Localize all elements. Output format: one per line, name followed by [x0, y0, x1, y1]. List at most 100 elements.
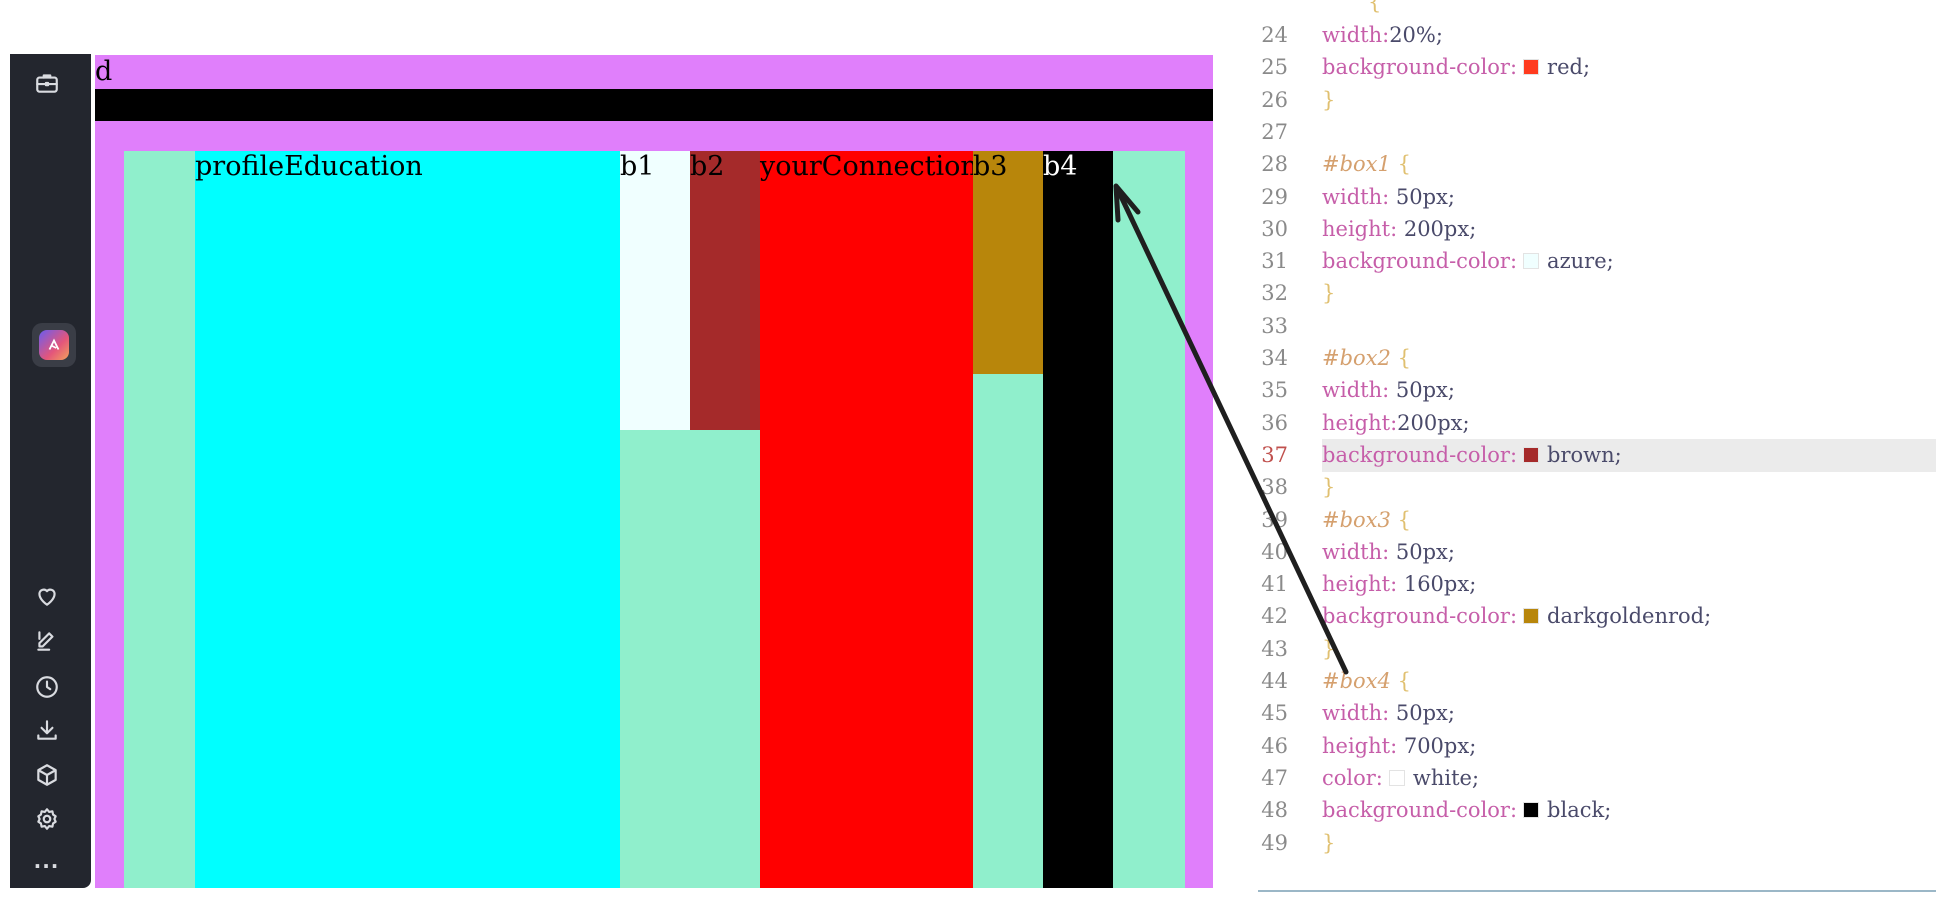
code-line[interactable]: 48 background-color: black; [1258, 794, 1936, 826]
code-text: background-color:red; [1322, 51, 1590, 83]
css-property: background-color: [1322, 442, 1518, 467]
css-value: red; [1547, 55, 1591, 80]
code-text: #box1 { [1322, 148, 1411, 180]
code-text: background-color: brown; [1322, 439, 1622, 471]
color-swatch[interactable] [1523, 446, 1540, 463]
css-property: height: [1322, 410, 1398, 435]
code-text: width: 50px; [1322, 181, 1455, 213]
css-property: width: [1322, 701, 1390, 726]
css-value: 50px; [1389, 378, 1455, 403]
color-swatch[interactable] [1523, 253, 1540, 270]
code-text: height: 700px; [1322, 730, 1476, 762]
code-text: #box3 { [1322, 504, 1411, 536]
css-value: 200px; [1397, 216, 1477, 241]
brace: } [1322, 281, 1336, 306]
gear-icon[interactable] [10, 804, 83, 834]
code-line[interactable]: 33 [1258, 310, 1936, 342]
code-line[interactable]: 39 #box3 { [1258, 504, 1936, 536]
code-line[interactable]: 38} [1258, 471, 1936, 503]
css-property: height: [1322, 733, 1398, 758]
line-number: 37 [1261, 442, 1288, 467]
code-line[interactable]: 41 height: 160px; [1258, 568, 1936, 600]
edit-icon[interactable] [10, 626, 83, 656]
css-property: width: [1322, 378, 1390, 403]
color-swatch[interactable] [1523, 608, 1540, 625]
current-line-highlight [1322, 439, 1936, 472]
code-text: width: 50px; [1322, 374, 1455, 406]
box-b3: b3 [973, 151, 1043, 374]
more-icon[interactable]: ... [33, 849, 60, 873]
line-number: 35 [1261, 378, 1288, 403]
color-swatch[interactable] [1523, 59, 1540, 76]
brace: { [1397, 152, 1411, 177]
flex-container: profileEducation b1 b2 yourConnections b… [124, 151, 1185, 888]
line-number: 41 [1261, 572, 1288, 597]
line-number: 29 [1261, 184, 1288, 209]
line-number: 31 [1261, 249, 1288, 274]
code-text: #box2 { [1322, 342, 1411, 374]
code-text: color:white; [1322, 762, 1479, 794]
line-number: 47 [1261, 765, 1288, 790]
line-number: 25 [1261, 55, 1288, 80]
line-number: 32 [1261, 281, 1288, 306]
briefcase-icon[interactable] [10, 68, 83, 98]
code-line[interactable]: 25 background-color:red; [1258, 51, 1936, 83]
code-line[interactable]: 27 [1258, 116, 1936, 148]
code-text: } [1322, 633, 1335, 665]
code-line[interactable]: 44#box4 { [1258, 665, 1936, 697]
css-selector: #box4 [1322, 669, 1391, 693]
brace: { [1397, 507, 1411, 532]
box-label: yourConnections [760, 151, 992, 182]
code-line[interactable]: 37 background-color: brown; [1258, 439, 1936, 471]
code-line[interactable]: 34#box2 { [1258, 342, 1936, 374]
download-icon[interactable] [10, 715, 83, 745]
line-number: 44 [1261, 669, 1288, 693]
css-value: black; [1547, 798, 1612, 823]
code-line[interactable]: 49} [1258, 827, 1936, 859]
your-connections-box: yourConnections [760, 151, 992, 888]
color-swatch[interactable] [1388, 769, 1405, 786]
code-line[interactable]: 28#box1 { [1258, 148, 1936, 180]
code-line[interactable]: 35 width: 50px; [1258, 374, 1936, 406]
line-number: 43 [1261, 636, 1288, 661]
element-label-d: d [95, 56, 113, 87]
code-line[interactable]: 47 color:white; [1258, 762, 1936, 794]
box-label: profileEducation [195, 151, 423, 182]
css-property: height: [1322, 572, 1398, 597]
cube-icon[interactable] [10, 760, 83, 790]
code-text: height: 160px; [1322, 568, 1476, 600]
css-value: brown; [1547, 442, 1622, 467]
code-line[interactable]: 43} [1258, 633, 1936, 665]
color-swatch[interactable] [1523, 802, 1540, 819]
line-number: 42 [1261, 604, 1288, 629]
code-line[interactable]: 46 height: 700px; [1258, 730, 1936, 762]
line-number: 45 [1261, 701, 1288, 726]
heart-icon[interactable] [10, 581, 83, 611]
line-number: 46 [1261, 733, 1288, 758]
line-number: 48 [1261, 798, 1288, 823]
code-text: width: 50px; [1322, 536, 1455, 568]
clock-icon[interactable] [10, 672, 83, 702]
page-preview: d profileEducation b1 b2 yourConnections… [95, 55, 1213, 888]
code-line[interactable]: 26} [1258, 84, 1936, 116]
css-property: width: [1322, 184, 1390, 209]
line-number: 24 [1261, 23, 1288, 47]
line-number: 39 [1261, 507, 1288, 532]
code-line[interactable]: 32} [1258, 277, 1936, 309]
css-property: background-color: [1322, 798, 1518, 823]
css-value: azure; [1547, 249, 1614, 274]
css-selector: #box1 [1322, 152, 1391, 177]
app-icon[interactable] [32, 323, 76, 367]
css-property: width: [1322, 23, 1390, 47]
brace: { [1397, 346, 1411, 370]
css-value: 200px; [1397, 410, 1470, 435]
code-line[interactable]: 29 width: 50px; [1258, 181, 1936, 213]
